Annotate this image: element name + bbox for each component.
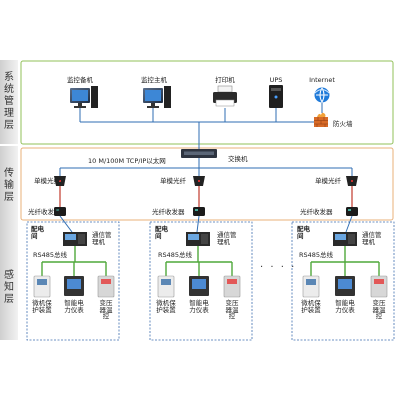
comm-manager-3 (333, 232, 357, 246)
ups-icon (269, 85, 283, 108)
monitor-backup-label: 监控备机 (67, 76, 93, 84)
transmission-layer-box (20, 147, 394, 221)
room-label-2: 配电间 (155, 225, 168, 240)
fiber-transceiver-2 (193, 207, 205, 216)
fiber-node-2 (193, 168, 205, 186)
management-layer-band (0, 60, 18, 144)
transmission-layer-band (0, 146, 18, 224)
internet-label: Internet (309, 76, 335, 84)
firewall-label: 防火墙 (333, 120, 353, 128)
perception-layer-title: 感知层 (4, 270, 14, 305)
protection-device-2 (157, 275, 175, 298)
power-meter-1 (64, 276, 84, 296)
rs485-label-1: RS485总线 (33, 251, 68, 259)
protection-device-1 (33, 275, 51, 298)
switch-label: 交换机 (228, 155, 248, 163)
transformer-temp-controller-1 (97, 275, 115, 298)
protection-label-2: 微机保护装置 (156, 299, 176, 314)
fiber-transceiver-label-3: 光纤收发器 (300, 208, 333, 216)
monitor-backup-pc-icon (70, 86, 98, 108)
meter-label-1: 智能电力仪表 (64, 299, 84, 314)
comm-manager-label-2: 通信管理机 (217, 231, 237, 246)
switch-icon (181, 149, 217, 158)
more-substations-ellipsis: · · · · (260, 262, 297, 273)
fiber-node-3 (346, 168, 358, 186)
monitor-host-pc-icon (143, 86, 171, 108)
fiber-transceiver-3 (346, 207, 358, 216)
rs485-bus-1 (41, 246, 107, 276)
single-mode-fiber-label-1: 单模光纤 (34, 177, 60, 185)
ups-label: UPS (269, 76, 283, 84)
meter-label-2: 智能电力仪表 (189, 299, 209, 314)
rs485-label-2: RS485总线 (158, 251, 193, 259)
meter-label-3: 智能电力仪表 (335, 299, 355, 314)
firewall-icon (314, 112, 328, 127)
room-label-3: 配电间 (297, 225, 310, 240)
monitor-host-label: 监控主机 (141, 76, 167, 84)
printer-icon (213, 85, 237, 107)
transformer-temp-label-3: 变压器温控 (372, 299, 386, 320)
printer-label: 打印机 (215, 76, 235, 84)
comm-manager-2 (186, 232, 210, 246)
transformer-temp-controller-2 (223, 275, 241, 298)
comm-manager-1 (63, 232, 87, 246)
power-meter-3 (335, 276, 355, 296)
perception-layer-band (0, 224, 18, 340)
rs485-label-3: RS485总线 (299, 251, 334, 259)
comm-manager-label-3: 通信管理机 (362, 231, 382, 246)
fiber-transceiver-label-2: 光纤收发器 (152, 208, 185, 216)
single-mode-fiber-label-2: 单模光纤 (160, 177, 186, 185)
transceiver-links (59, 215, 353, 233)
comm-manager-label-1: 通信管理机 (92, 231, 112, 246)
fiber-transceiver-label-1: 光纤收发器 (28, 208, 61, 216)
internet-icon (314, 87, 330, 103)
management-layer-box (20, 60, 394, 145)
power-meter-2 (189, 276, 209, 296)
transmission-layer-title: 传输层 (4, 168, 14, 203)
room-label-1: 配电间 (31, 225, 44, 240)
management-layer-title: 系统管理层 (4, 72, 14, 131)
rs485-bus-2 (165, 246, 233, 276)
rs485-bus-3 (310, 246, 380, 276)
fiber-node-1 (54, 168, 66, 186)
fiber-transceiver-1 (54, 207, 66, 216)
ethernet-label: 10 M/100M TCP/IP以太网 (88, 157, 166, 165)
protection-device-3 (302, 275, 320, 298)
transformer-temp-label-1: 变压器温控 (99, 299, 113, 320)
protection-label-1: 微机保护装置 (32, 299, 52, 314)
transformer-temp-controller-3 (370, 275, 388, 298)
protection-label-3: 微机保护装置 (301, 299, 321, 314)
fiber-lines (59, 186, 353, 207)
single-mode-fiber-label-3: 单模光纤 (315, 177, 341, 185)
ethernet-bus (60, 158, 352, 169)
transformer-temp-label-2: 变压器温控 (225, 299, 239, 320)
